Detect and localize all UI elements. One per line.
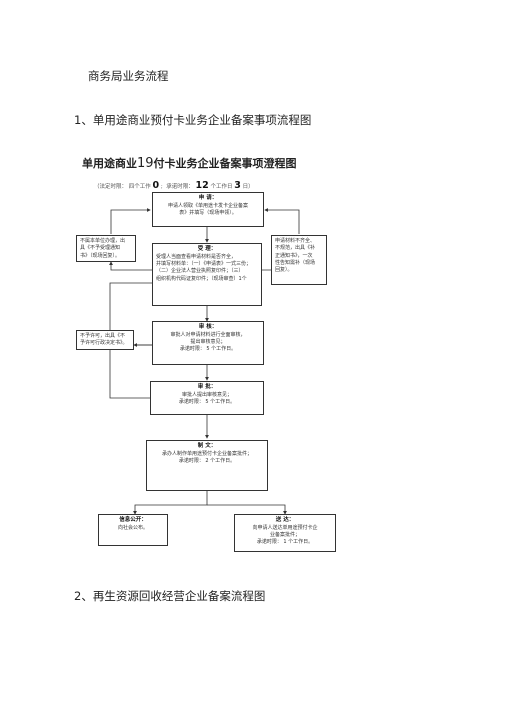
section-heading-2: 2、再生资源回收经营企业备案流程图 (74, 589, 266, 603)
step-approve: 审 批： 审批人提出审核意见； 承诺时限： 5 个工作日。 (150, 381, 264, 415)
section-heading-1: 1、单用途商业预付卡业务企业备案事项流程图 (74, 113, 312, 127)
step-review-line: 提出审核意见； (190, 339, 226, 346)
incomplete-line: 正通知书》，一次 (275, 252, 313, 259)
time-limit-note: （法定时限： 四个工作 0 ; 承诺时限： 12 个工作日 3 日） (94, 180, 254, 191)
flowchart-title-number: 19 (137, 156, 154, 171)
promise-label: 承诺时限： (166, 184, 194, 190)
step-approve-title: 审 批： (197, 384, 217, 390)
step-deliver-line: 承诺时限： 1 个工作日。 (256, 539, 314, 546)
step-publish: 信息公开： 向社会公布。 (98, 514, 168, 546)
flowchart-title-part-a: 单用途商业 (82, 157, 137, 170)
page-heading: 商务局业务流程 (88, 69, 169, 83)
step-approve-line: 审批人提出审核意见； (181, 391, 232, 398)
reject-accept-line: 具《不予受理通知 (80, 245, 121, 252)
step-approve-line: 承诺时限： 5 个工作日。 (178, 399, 236, 406)
step-accept-line: 组织机构代码证复印件；（现场审查）1个 (156, 275, 247, 282)
promise-end: 日） (242, 184, 254, 190)
step-review-title: 审 核： (198, 324, 218, 330)
step-review-line: 审批人对申请材料进行全面审核， (170, 331, 246, 338)
step-review-line: 承诺时限： 5 个工作日。 (179, 346, 237, 353)
step-deliver-title: 送 达： (275, 517, 295, 523)
deny-line: 不予许可，出具《不 (80, 333, 126, 339)
legal-time-label: （法定时限： (94, 184, 128, 190)
step-apply: 申 请： 申请人领取《单用途卡发卡企业备案 表》并填写（现场申领）。 (152, 192, 264, 227)
step-accept-line: 受理人当面查看申请材料是否齐全， (156, 253, 237, 260)
step-issue: 制 文： 承办人制作单用途预付卡企业备案批件； 承诺时限： 2 个工作日。 (146, 440, 268, 491)
step-issue-title: 制 文： (197, 443, 217, 449)
step-deny: 不予许可，出具《不 予许可行政决定书》。 (76, 330, 134, 350)
step-accept-line: 并填写材料单：（一）《申请表》一式三份； (156, 261, 252, 268)
step-publish-line: 向社会公布。 (117, 524, 148, 531)
step-deliver: 送 达： 向申请人送达单用途预付卡企 业备案批件； 承诺时限： 1 个工作日。 (234, 514, 336, 552)
incomplete-line: 性告知需补（现场 (275, 259, 316, 266)
step-accept-title: 受 理： (197, 246, 217, 252)
reject-accept-line: 不属本单位办理，出 (80, 238, 126, 244)
step-issue-line: 承办人制作单用途预付卡企业备案批件； (161, 450, 252, 457)
step-apply-line: 申请人领取《单用途卡发卡企业备案 (167, 202, 248, 209)
step-incomplete: 申请材料不齐全、 不规范，出具《补 正通知书》，一次 性告知需补（现场 回复）。 (271, 235, 327, 285)
step-apply-line: 表》并填写（现场申领）。 (179, 210, 237, 217)
step-apply-title: 申 请： (198, 195, 218, 201)
promise-mid: 个工作日 (210, 184, 233, 190)
promise-days: 12 (195, 180, 209, 191)
step-review: 审 核： 审批人对申请材料进行全面审核， 提出审核意见； 承诺时限： 5 个工作… (152, 321, 264, 365)
promise-extra: 3 (234, 180, 241, 191)
incomplete-line: 申请材料不齐全、 (275, 238, 316, 244)
step-deliver-line: 业备案批件； (269, 532, 300, 539)
step-publish-title: 信息公开： (119, 517, 147, 523)
step-accept: 受 理： 受理人当面查看申请材料是否齐全， 并填写材料单：（一）《申请表》一式三… (152, 243, 262, 306)
reject-accept-line: 书》（现场回复）。 (80, 252, 121, 259)
step-issue-line: 承诺时限： 2 个工作日。 (178, 458, 236, 465)
step-reject-accept: 不属本单位办理，出 具《不予受理通知 书》（现场回复）。 (76, 235, 136, 262)
incomplete-line: 回复）。 (275, 267, 293, 273)
step-accept-line: （二）企业法人营业执照复印件；（三） (156, 268, 244, 275)
flowchart-title-part-b: 付卡业务企业备案事项澄程图 (153, 157, 297, 170)
deny-line: 予许可行政决定书》。 (80, 340, 128, 347)
incomplete-line: 不规范，出具《补 (275, 245, 316, 252)
legal-days: 0 (152, 180, 160, 191)
step-deliver-line: 向申请人送达单用途预付卡企 (252, 524, 318, 531)
flowchart-title: 单用途商业19付卡业务企业备案事项澄程图 (82, 155, 297, 171)
